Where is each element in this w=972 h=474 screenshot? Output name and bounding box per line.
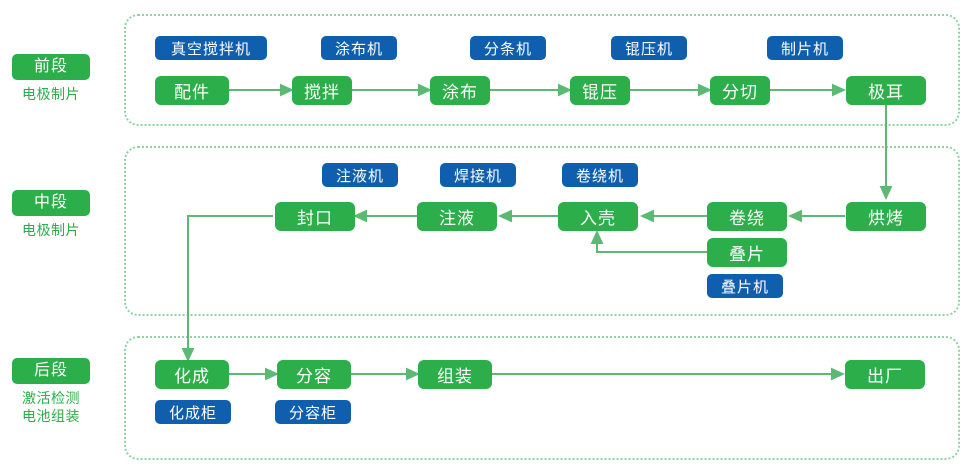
tag-slitter[interactable]: 分条机 xyxy=(470,36,546,60)
node-parts[interactable]: 配件 xyxy=(155,76,229,105)
node-sealing[interactable]: 封口 xyxy=(275,202,355,231)
section-sub-middle: 电极制片 xyxy=(22,222,80,238)
node-roller-press[interactable]: 锟压 xyxy=(570,76,630,105)
tag-roller-press[interactable]: 锟压机 xyxy=(611,36,687,60)
node-mixing[interactable]: 搅拌 xyxy=(292,76,352,105)
section-badge-middle: 中段 xyxy=(12,190,90,216)
node-shipment[interactable]: 出厂 xyxy=(845,360,925,389)
tag-coater[interactable]: 涂布机 xyxy=(321,36,397,60)
node-winding[interactable]: 卷绕 xyxy=(707,202,787,231)
node-tab[interactable]: 极耳 xyxy=(846,76,926,105)
section-label-front: 前段 电极制片 xyxy=(12,54,90,103)
node-grading[interactable]: 分容 xyxy=(277,360,351,389)
section-badge-back: 后段 xyxy=(12,358,90,384)
tag-grading-cabinet[interactable]: 分容柜 xyxy=(275,400,351,424)
section-sub-front: 电极制片 xyxy=(22,86,80,102)
tag-formation-cabinet[interactable]: 化成柜 xyxy=(155,400,231,424)
node-formation[interactable]: 化成 xyxy=(155,360,229,389)
section-frame-front xyxy=(124,14,960,126)
tag-electrolyte-filler[interactable]: 注液机 xyxy=(322,163,398,187)
tag-stacker[interactable]: 叠片机 xyxy=(707,274,783,298)
node-casing[interactable]: 入壳 xyxy=(558,202,638,231)
node-assembly[interactable]: 组装 xyxy=(418,360,492,389)
section-sub-back-2: 电池组装 xyxy=(22,408,80,424)
node-baking[interactable]: 烘烤 xyxy=(846,202,926,231)
section-badge-front: 前段 xyxy=(12,54,90,80)
section-frame-middle xyxy=(124,146,960,316)
section-label-back: 后段 激活检测 电池组装 xyxy=(12,358,90,425)
tag-winder[interactable]: 卷绕机 xyxy=(562,163,638,187)
tag-welder[interactable]: 焊接机 xyxy=(440,163,516,187)
node-coating[interactable]: 涂布 xyxy=(430,76,490,105)
tag-vacuum-mixer[interactable]: 真空搅拌机 xyxy=(155,36,267,60)
node-stacking[interactable]: 叠片 xyxy=(707,238,787,267)
tag-sheet-machine[interactable]: 制片机 xyxy=(767,36,843,60)
node-slitting[interactable]: 分切 xyxy=(710,76,770,105)
section-label-middle: 中段 电极制片 xyxy=(12,190,90,239)
node-electrolyte[interactable]: 注液 xyxy=(417,202,497,231)
section-sub-back-1: 激活检测 xyxy=(22,390,80,406)
section-frame-back xyxy=(124,336,960,460)
